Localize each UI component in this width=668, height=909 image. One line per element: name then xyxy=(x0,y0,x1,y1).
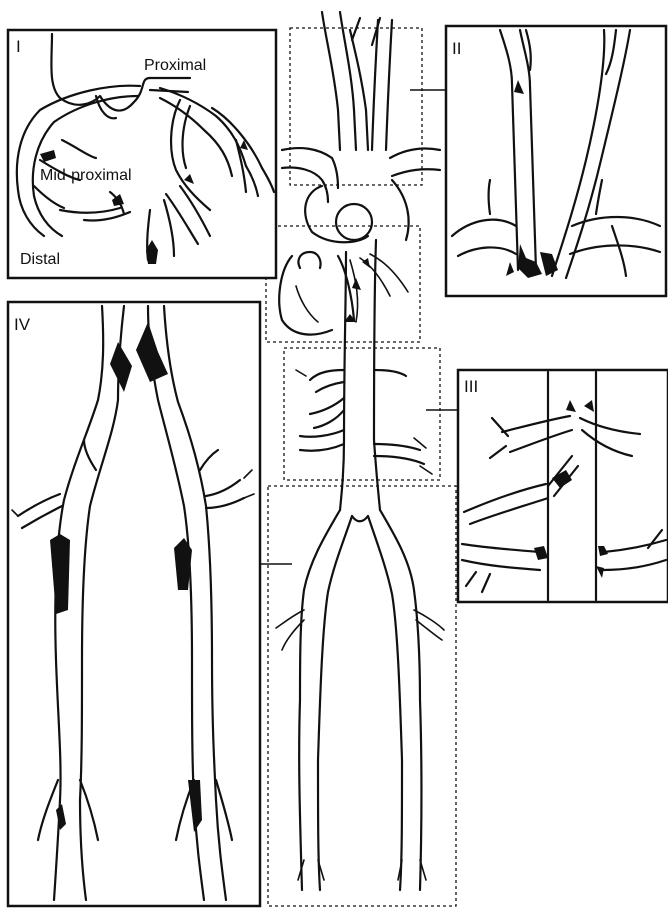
panel-iii-numeral: III xyxy=(464,377,478,396)
label-proximal: Proximal xyxy=(144,57,206,74)
panel-ii-numeral: II xyxy=(452,39,461,58)
panel-i: I Proximal Mid-proximal Distal xyxy=(8,30,276,278)
panel-ii: II xyxy=(446,26,666,296)
label-distal: Distal xyxy=(20,251,60,268)
panel-i-numeral: I xyxy=(16,37,21,56)
panel-iii: III xyxy=(458,370,668,602)
highlight-boxes xyxy=(266,28,456,906)
central-arterial-tree xyxy=(276,12,444,890)
panel-iv: IV xyxy=(8,302,260,906)
label-mid-proximal: Mid-proximal xyxy=(40,167,132,184)
panel-iv-numeral: IV xyxy=(14,315,31,334)
panel-ii-frame xyxy=(446,26,666,296)
box-coronary xyxy=(266,226,420,342)
box-femoral xyxy=(268,486,456,906)
